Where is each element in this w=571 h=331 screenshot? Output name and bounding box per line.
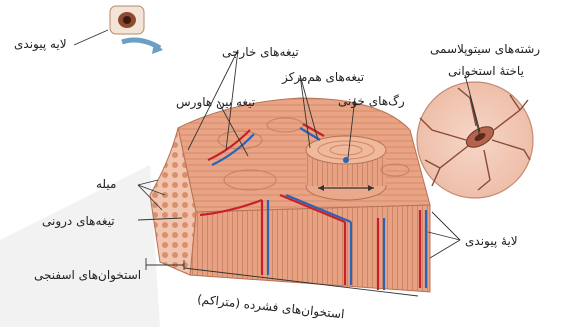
label-trabeculae: میله — [96, 177, 116, 191]
bone-cell-inset — [417, 82, 533, 198]
label-connective-layer-top: لایه پیوندی — [14, 37, 67, 51]
label-havers-lamella: تیغه بین هاورس — [176, 95, 255, 109]
label-cytoplasmic-strands: رشته‌های سیتوپلاسمی — [430, 42, 540, 56]
label-inner-lamellae: تیغه‌های درونی — [42, 214, 115, 228]
periosteum-roll-icon — [110, 6, 163, 54]
label-concentric-lamellae: تیغه‌های هم‌مرکز — [282, 70, 364, 84]
label-spongy-bone: استخوان‌های اسفنجی — [34, 268, 141, 282]
label-connective-layer-right: لایهٔ پیوندی — [465, 234, 518, 248]
label-blood-vessels: رگ‌های خونی — [338, 94, 405, 108]
bone-block — [150, 98, 430, 292]
background-shade — [0, 165, 160, 327]
label-outer-lamellae: تیغه‌های خارجی — [222, 45, 299, 59]
label-bone-cell: یاختهٔ استخوانی — [448, 64, 524, 78]
